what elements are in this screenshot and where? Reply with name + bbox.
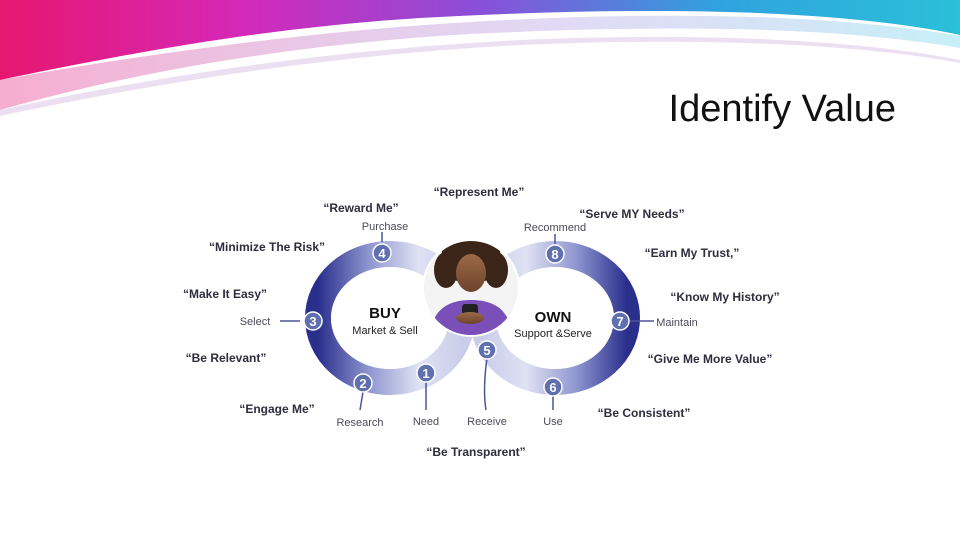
stage-label-use: Use [543,416,563,428]
step-number: 7 [616,314,623,329]
stage-label-recommend: Recommend [524,222,586,234]
step-number: 4 [378,246,386,261]
quote-know-my-history: “Know My History” [670,290,779,304]
leader-lines [280,232,654,411]
stage-label-need: Need [413,416,439,428]
customer-photo [423,240,519,336]
step-badge-4: 4 [372,243,392,263]
stage-label-select: Select [240,316,271,328]
banner-stripe-light [0,15,960,111]
banner-stripe-thin [0,36,960,116]
stage-label-maintain: Maintain [656,317,698,329]
quote-make-it-easy: “Make It Easy” [183,287,267,301]
own-subheading: Support &Serve [514,328,592,340]
step-badge-7: 7 [610,311,630,331]
step-badge-8: 8 [545,244,565,264]
buy-subheading: Market & Sell [352,325,417,337]
decorative-banner [0,0,960,116]
quote-serve-my-needs: “Serve MY Needs” [579,207,684,221]
quote-engage-me: “Engage Me” [239,402,314,416]
quote-represent-me: “Represent Me” [434,185,525,199]
slide-title: Identify Value [668,88,896,130]
quote-be-relevant: “Be Relevant” [186,351,267,365]
stage-label-research: Research [336,417,383,429]
step-number: 8 [551,247,558,262]
quote-earn-my-trust: “Earn My Trust,” [645,246,740,260]
own-heading: OWN [535,309,572,326]
step-badge-3: 3 [303,311,323,331]
step-number: 1 [422,366,429,381]
step-number: 6 [549,380,556,395]
stage-label-purchase: Purchase [362,221,408,233]
step-number: 5 [483,343,490,358]
buy-loop-inner [331,267,449,369]
stage-label-receive: Receive [467,416,507,428]
step-badge-2: 2 [353,373,373,393]
step-badge-6: 6 [543,377,563,397]
quote-be-transparent: “Be Transparent” [426,445,525,459]
banner-stripe-main [0,0,960,80]
buy-heading: BUY [369,305,401,322]
quote-give-me-more-value: “Give Me More Value” [648,352,773,366]
step-number: 2 [359,376,366,391]
step-badge-1: 1 [416,363,436,383]
quote-be-consistent: “Be Consistent” [598,406,691,420]
own-loop-inner [496,267,614,369]
step-number: 3 [309,314,316,329]
quote-reward-me: “Reward Me” [323,201,398,215]
quote-minimize-the-risk: “Minimize The Risk” [209,240,325,254]
step-badge-5: 5 [477,340,497,360]
